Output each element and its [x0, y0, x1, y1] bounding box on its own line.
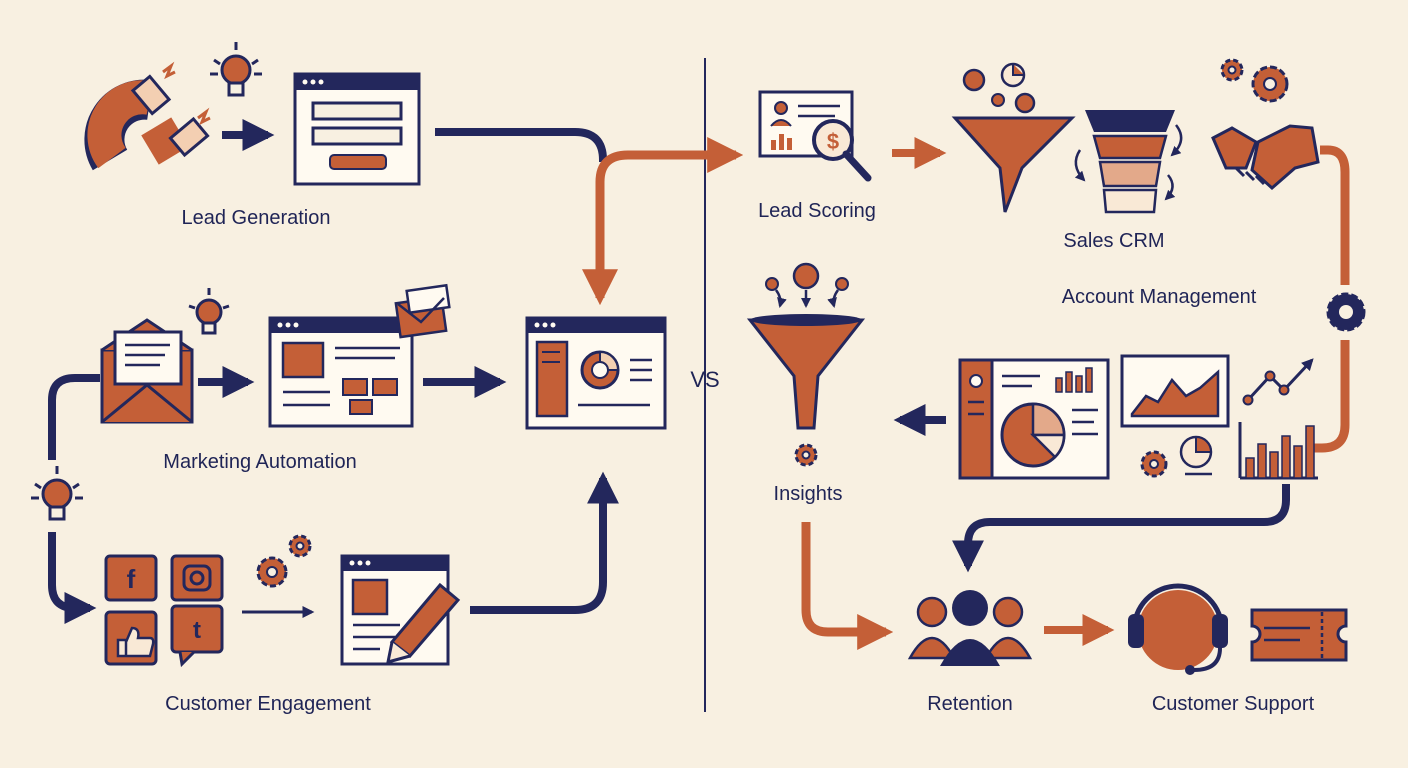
- arrow-leadgen-to-dashboard: [435, 128, 607, 162]
- thumbs-up-icon: [116, 626, 155, 658]
- lightbulb-icon: [188, 288, 230, 335]
- facebook-icon: f: [127, 564, 136, 594]
- gear-icon: [1326, 292, 1366, 332]
- gears-icon: [256, 534, 312, 588]
- social-media-icons: f t: [104, 554, 224, 668]
- headset-icon: [1128, 583, 1228, 675]
- content-editor-window-icon: [340, 554, 461, 666]
- arrow-automation-to-engagement: [48, 374, 100, 460]
- pencil-icon: [389, 582, 461, 659]
- retention-people-icon: [907, 590, 1033, 666]
- dashboard-window-icon: [525, 316, 667, 430]
- label-vs: VS: [690, 367, 720, 392]
- instagram-icon: [182, 564, 212, 592]
- growth-chart-icon: [1238, 358, 1318, 480]
- magnet-icon: [84, 61, 211, 171]
- sales-crm-stack-icon: [1074, 110, 1183, 214]
- arrow-crm-to-analytics: [1320, 145, 1350, 285]
- label-lead-scoring: Lead Scoring: [758, 200, 876, 222]
- arrow-insights-to-retention: [801, 522, 894, 650]
- arrow-dashboard-to-lead-scoring: [582, 137, 744, 306]
- mail-stack-icon: [394, 283, 451, 339]
- analytics-dashboard-icon: [958, 358, 1110, 480]
- lead-scoring-card-icon: $: [758, 90, 872, 182]
- sales-funnel-icon: [951, 62, 1076, 213]
- lead-form-window-icon: [293, 72, 421, 186]
- label-marketing-automation: Marketing Automation: [163, 451, 357, 473]
- gear-pie-icon: [1140, 435, 1213, 478]
- label-customer-engagement: Customer Engagement: [165, 693, 371, 715]
- gears-icon: [1220, 58, 1289, 103]
- label-lead-generation: Lead Generation: [181, 207, 331, 229]
- arrow-engagement-to-dashboard: [470, 471, 619, 614]
- arrow-analytics-to-retention: [952, 484, 1290, 573]
- marketing-automation-window-icon: [268, 316, 414, 428]
- insights-funnel-icon: [746, 262, 866, 467]
- label-insights: Insights: [773, 483, 843, 505]
- label-account-management: Account Management: [1061, 286, 1257, 308]
- arrow-gear-to-chart: [1312, 340, 1350, 453]
- label-customer-support: Customer Support: [1151, 693, 1315, 715]
- support-ticket-icon: [1250, 608, 1348, 662]
- handshake-icon: [1211, 124, 1320, 191]
- magnifier-icon: [812, 119, 854, 161]
- lightbulb-icon: [31, 466, 83, 521]
- email-envelope-icon: [100, 318, 194, 424]
- label-sales-crm: Sales CRM: [1063, 230, 1165, 252]
- arrow-bulb-to-social: [48, 532, 97, 624]
- svg-text:$: $: [827, 129, 839, 154]
- lightbulb-icon: [210, 42, 262, 97]
- area-chart-icon: [1120, 354, 1230, 428]
- label-retention: Retention: [927, 693, 1013, 715]
- twitter-icon: t: [193, 617, 201, 644]
